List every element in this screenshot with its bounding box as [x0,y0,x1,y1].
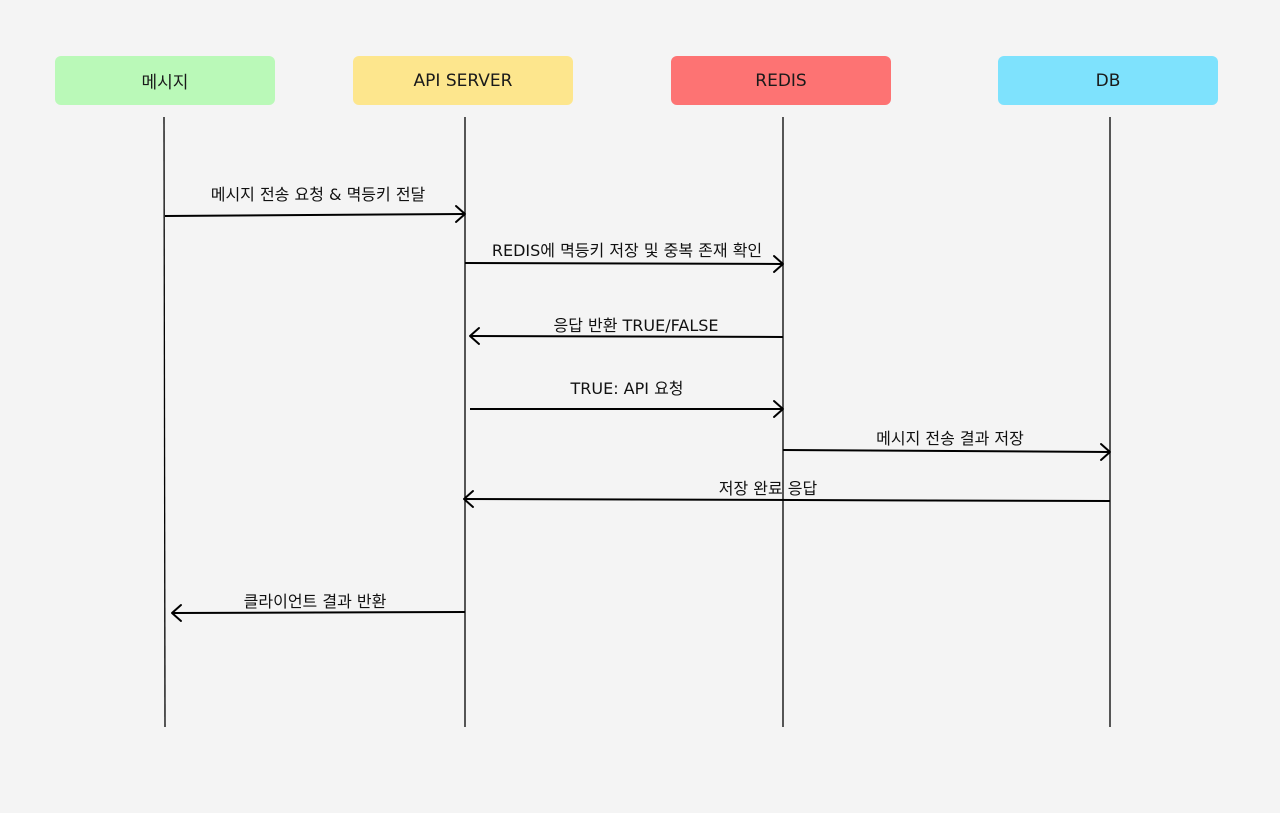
actor-redis: REDIS [671,56,891,105]
message-label: 메시지 전송 요청 & 멱등키 전달 [211,185,426,204]
message-label: 응답 반환 TRUE/FALSE [553,316,718,335]
message-label: 메시지 전송 결과 저장 [876,429,1024,448]
message-arrow [782,443,1111,461]
message-arrow [164,205,466,223]
actor-message: 메시지 [55,56,275,105]
message-arrow [463,490,1111,508]
lifeline-message [163,116,166,728]
actor-api-server: API SERVER [353,56,573,105]
message-arrow [469,327,784,345]
actor-db: DB [998,56,1218,105]
message-label: 클라이언트 결과 반환 [244,592,387,611]
message-label: TRUE: API 요청 [569,379,683,398]
message-label: 저장 완료 응답 [719,479,818,498]
message-arrow [470,400,784,418]
message-arrow [464,255,784,273]
message-label: REDIS에 멱등키 저장 및 중복 존재 확인 [492,241,762,260]
message-arrow [171,604,466,622]
